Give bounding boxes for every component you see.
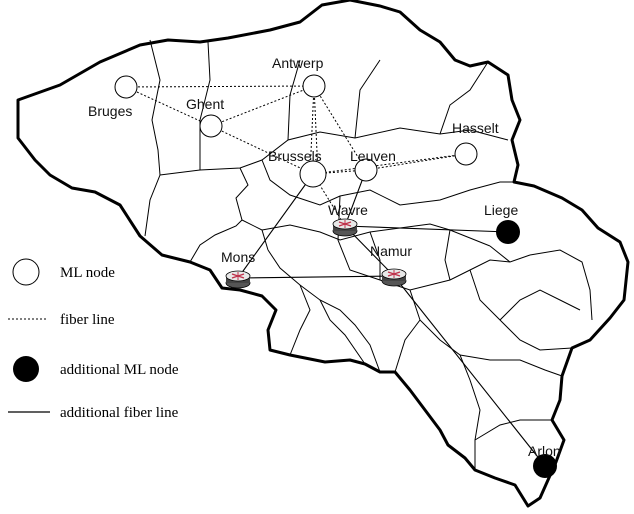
add-fiber-brussels-mons (237, 173, 314, 279)
label-liege: Liege (484, 202, 518, 218)
ml-node-brussels (299, 160, 327, 188)
label-ghent: Ghent (186, 96, 224, 112)
additional-fiber-lines (237, 169, 546, 467)
fiber-line-antwerp-brussels-a (309, 85, 315, 175)
label-antwerp: Antwerp (272, 55, 324, 71)
add-fiber-namur-arlon (393, 275, 546, 467)
fiber-line-brussels-hasselt (312, 153, 467, 175)
label-bruges: Bruges (88, 103, 132, 119)
label-wavre: Wavre (328, 202, 368, 218)
additional-ml-node-liege (496, 220, 520, 244)
ml-node-antwerp (302, 74, 326, 98)
legend-additional-ml-node-label: additional ML node (60, 362, 179, 378)
add-fiber-wavre-liege (344, 225, 509, 233)
legend-additional-fiber-line-label: additional fiber line (60, 405, 179, 421)
fiber-line-antwerp-brussels-b (313, 85, 319, 175)
label-arlon: Arlon (528, 443, 561, 459)
ml-node-hasselt (454, 142, 478, 166)
router-icon-mons (225, 270, 251, 289)
legend-ml-node-label: ML node (60, 265, 115, 281)
region-borders (144, 39, 593, 470)
additional-ml-node-arlon (533, 454, 557, 478)
ml-node-ghent (199, 114, 223, 138)
additional-ml-nodes (496, 220, 557, 478)
label-mons: Mons (221, 249, 255, 265)
legend-ml-node-icon (12, 258, 40, 286)
router-icon-wavre (332, 218, 358, 237)
fiber-lines (125, 85, 467, 227)
router-icon-namur (381, 268, 407, 287)
legend-fiber-line-label: fiber line (60, 312, 115, 328)
ml-nodes (114, 74, 478, 188)
add-fiber-mons-namur (237, 275, 395, 279)
fiber-line-bruges-antwerp (125, 85, 315, 88)
ml-node-bruges (114, 75, 138, 99)
fiber-line-ghent-brussels (210, 125, 314, 175)
fiber-line-ghent-antwerp (210, 85, 315, 127)
legend-additional-ml-node-icon (13, 356, 39, 382)
fiber-line-antwerp-leuven (313, 85, 367, 171)
label-brussels: Brussels (268, 148, 322, 164)
ml-node-leuven (354, 158, 378, 182)
fiber-line-bruges-ghent (125, 86, 212, 127)
label-hasselt: Hasselt (452, 120, 499, 136)
legend: ML node fiber line additional ML node ad… (8, 258, 179, 421)
label-leuven: Leuven (350, 148, 396, 164)
label-namur: Namur (370, 243, 412, 259)
belgium-outline (16, 0, 630, 508)
